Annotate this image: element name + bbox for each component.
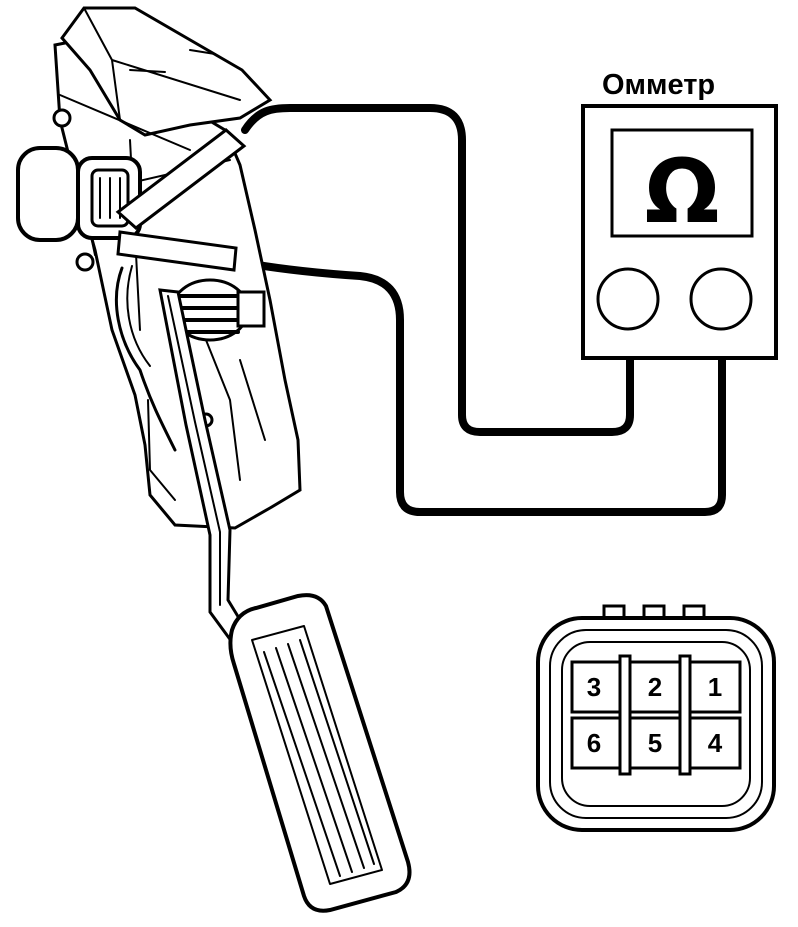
lower-probe [116, 230, 238, 272]
ohmmeter-label: Омметр [602, 69, 715, 101]
sensor-cable-inner [126, 265, 151, 367]
pin-label-5: 5 [648, 728, 662, 758]
cover-edge [83, 7, 241, 121]
ohmmeter-display [610, 128, 754, 238]
pin-label-1: 1 [708, 672, 722, 702]
test-leads [236, 104, 726, 516]
pedal-sensor-housing [16, 146, 80, 242]
pedal-pad-grooves [263, 639, 375, 877]
bracket-bolt-top [52, 108, 72, 128]
sensor-cable [115, 266, 177, 452]
ohmmeter-terminal-left [596, 267, 660, 331]
upper-test-lead [241, 104, 634, 436]
bracket-bolt-bottom [75, 252, 95, 272]
pin-label-6: 6 [587, 728, 601, 758]
omega-icon: Ω [645, 140, 720, 243]
upper-probe [115, 128, 247, 230]
connector-rib-left [618, 654, 632, 776]
pin-grid [570, 660, 742, 770]
pin-cell-1 [686, 660, 742, 714]
connector-pin-layout: 3 2 1 6 5 4 [536, 604, 776, 832]
connector-rib-right [678, 654, 692, 776]
ohmmeter: Омметр Ω [581, 69, 778, 360]
pedal-arm-edge [167, 295, 221, 606]
ohmmeter-terminal-right [689, 267, 753, 331]
pin-cell-6 [570, 716, 626, 770]
accelerator-pedal-assembly [16, 6, 412, 913]
sensor-cover [60, 6, 273, 137]
pin-cell-2 [628, 660, 684, 714]
lower-test-lead [236, 258, 726, 516]
pin-label-4: 4 [708, 728, 723, 758]
pedal-pad-inner [251, 625, 383, 885]
pin-label-3: 3 [587, 672, 601, 702]
pin-cell-5 [628, 716, 684, 770]
pedal-pad [228, 593, 412, 913]
pin-label-2: 2 [648, 672, 662, 702]
